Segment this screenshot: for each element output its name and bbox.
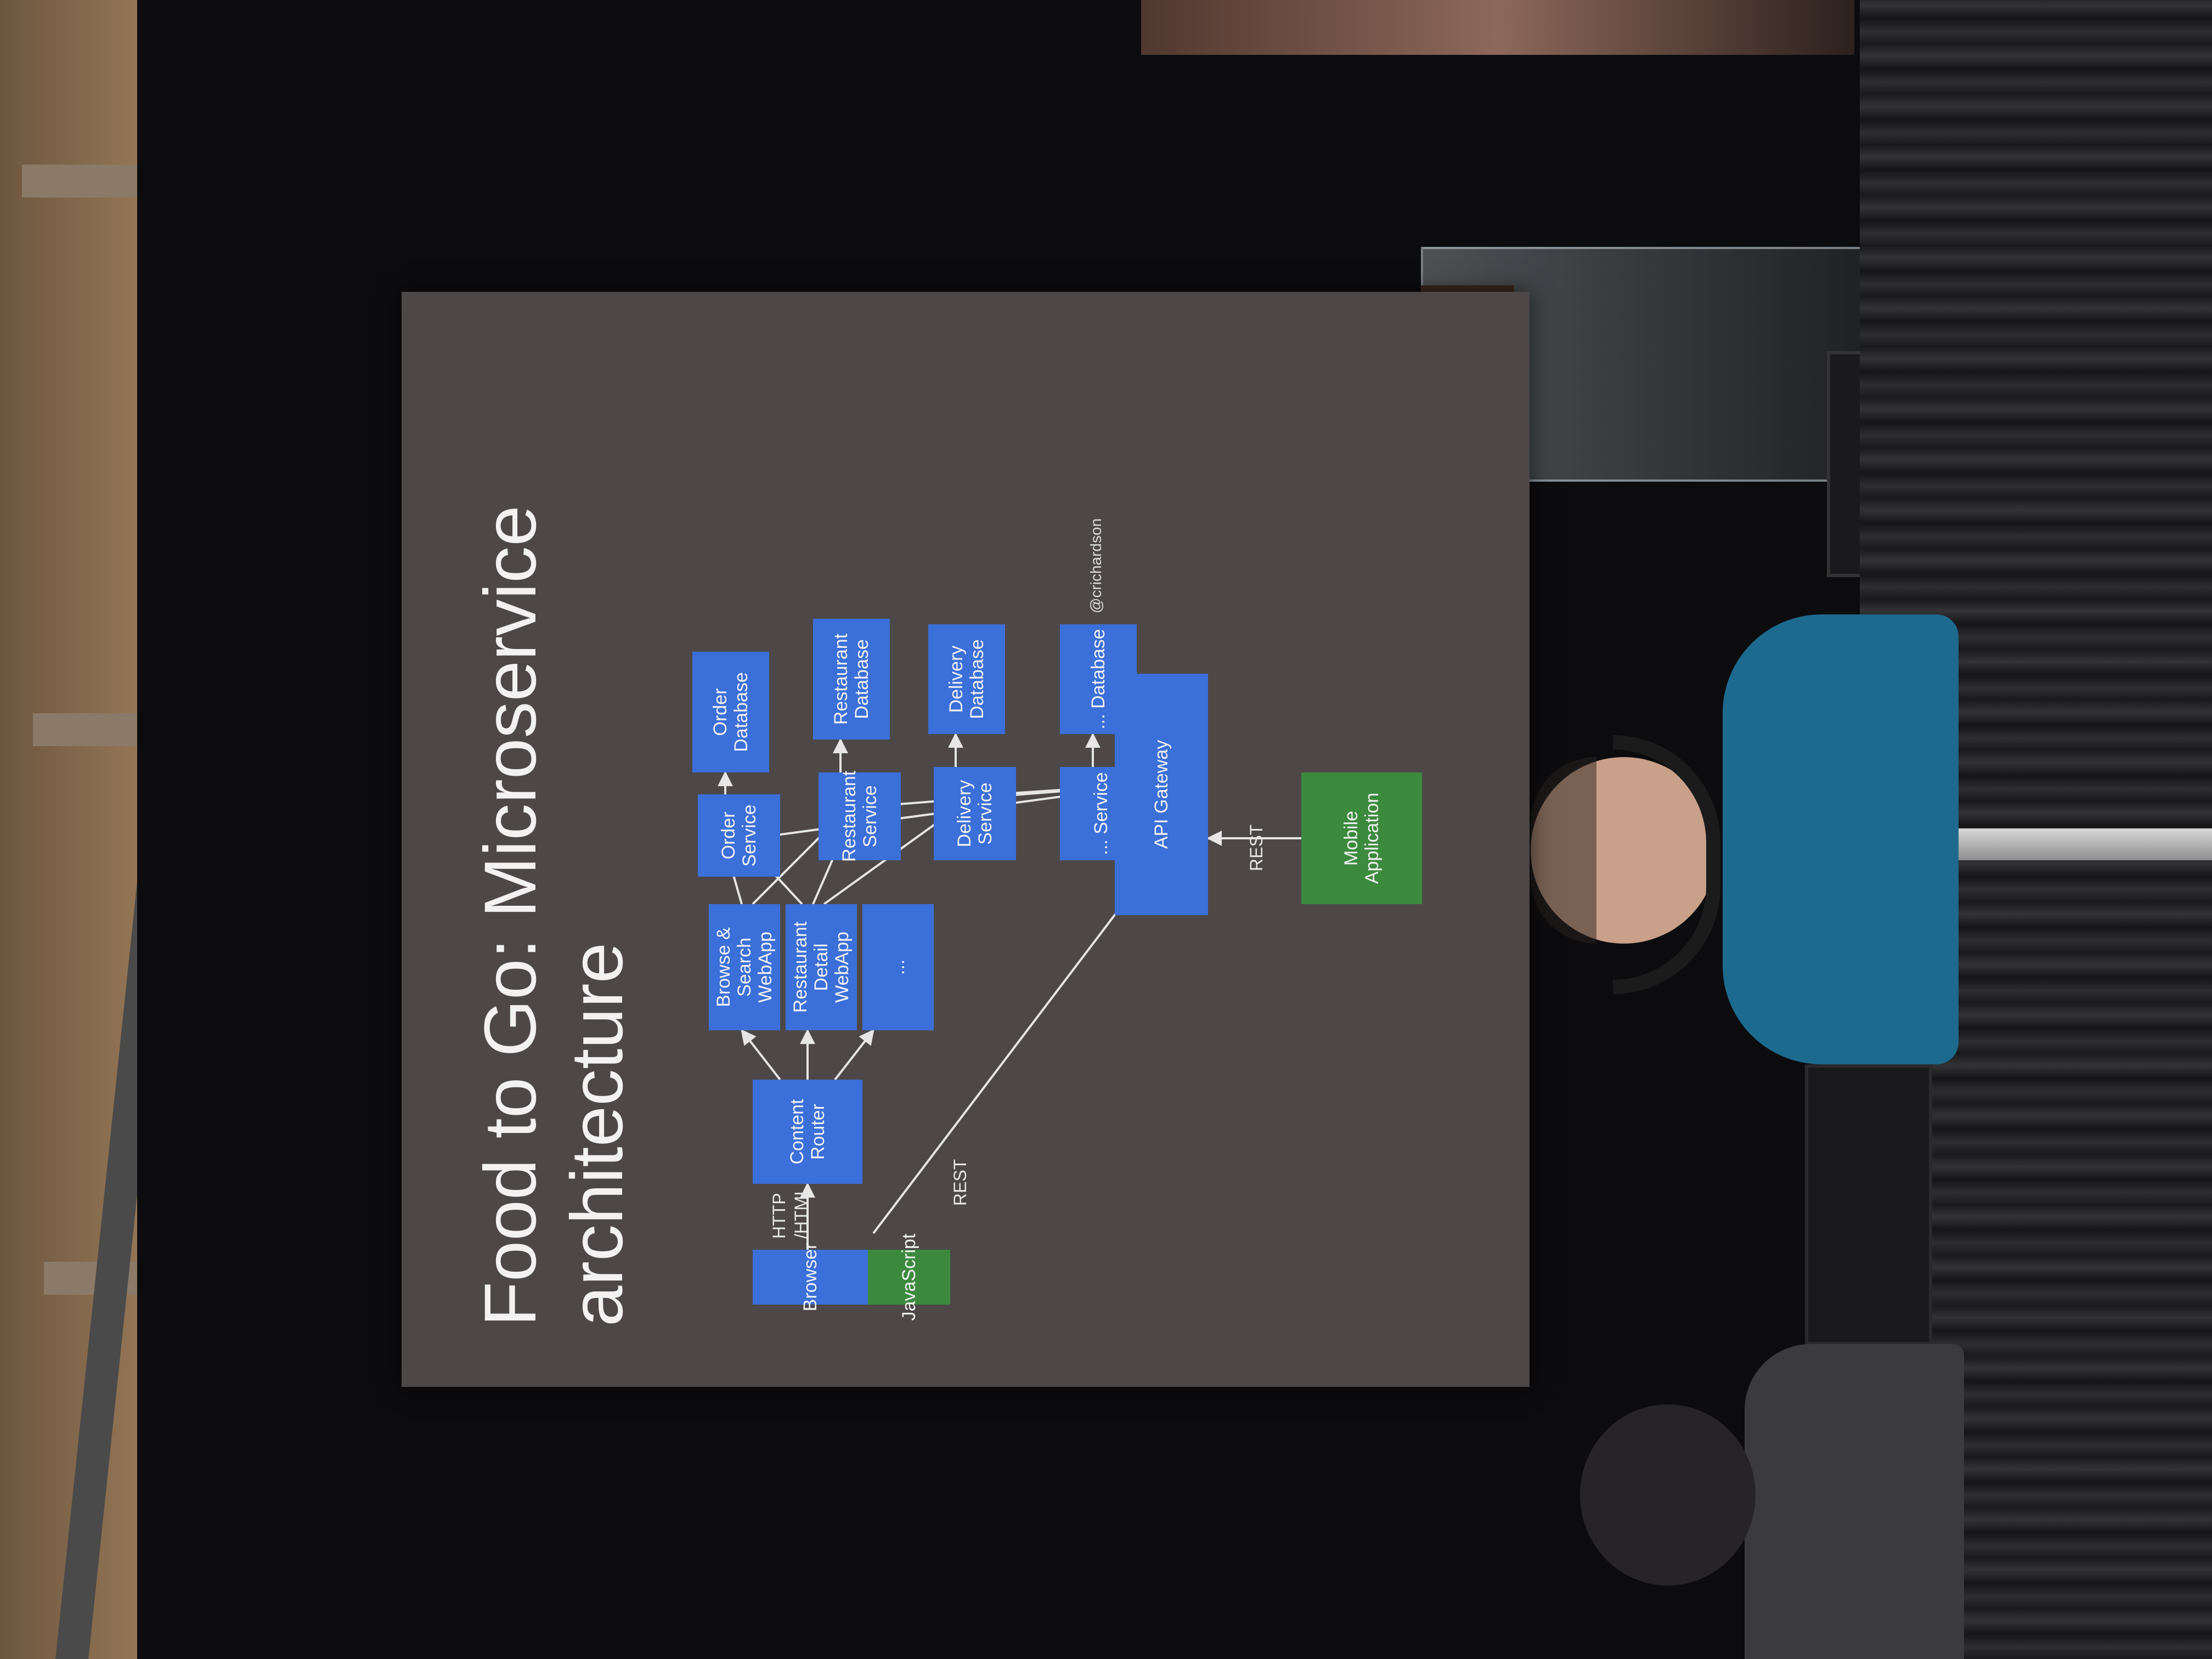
people-top-edge bbox=[1141, 0, 1854, 55]
slide-credit: @crichardson bbox=[1087, 518, 1104, 613]
audience-member-cap bbox=[1580, 1404, 1756, 1585]
delivery-service-box: Delivery Service bbox=[934, 767, 1016, 860]
http-label: HTTP bbox=[769, 1193, 789, 1239]
html-label: /HTML bbox=[791, 1186, 811, 1239]
restaurant-detail-webapp-box: Restaurant Detail WebApp bbox=[786, 904, 857, 1030]
projection-screen: Food to Go: Microservice architecture bbox=[402, 292, 1530, 1387]
laptop bbox=[1805, 1064, 1932, 1345]
browser-box: Browser bbox=[753, 1243, 868, 1311]
arrow-router-ellipsis bbox=[834, 1029, 874, 1081]
restaurant-database-box: Restaurant Database bbox=[813, 619, 890, 740]
javascript-box: JavaScript bbox=[868, 1234, 950, 1321]
delivery-database-box: Delivery Database bbox=[928, 624, 1005, 734]
arrow-router-browse bbox=[741, 1029, 781, 1081]
slide-title-line1: Food to Go: Microservice bbox=[470, 505, 551, 1327]
api-gateway-box: API Gateway bbox=[1115, 674, 1208, 915]
rest-label-mobile: REST bbox=[1246, 824, 1266, 871]
restaurant-service-box: Restaurant Service bbox=[819, 771, 901, 862]
slide: Food to Go: Microservice architecture bbox=[402, 292, 1530, 1387]
mobile-application-box: Mobile Application bbox=[1301, 772, 1422, 904]
rest-label-js: REST bbox=[950, 1159, 970, 1206]
slide-title-line2: architecture bbox=[556, 942, 639, 1327]
browse-search-webapp-box: Browse & Search WebApp bbox=[709, 904, 780, 1030]
order-database-box: Order Database bbox=[692, 652, 769, 772]
order-service-box: Order Service bbox=[698, 794, 780, 877]
slide-title: Food to Go: Microservice architecture bbox=[467, 505, 641, 1327]
audience-member-hair bbox=[1531, 757, 1596, 944]
audience-member-shirt bbox=[1745, 1344, 1964, 1659]
audience-member-shirt bbox=[1723, 614, 1959, 1064]
content-router-box: Content Router bbox=[753, 1080, 862, 1184]
ellipsis-webapp-box: ... bbox=[862, 904, 934, 1030]
